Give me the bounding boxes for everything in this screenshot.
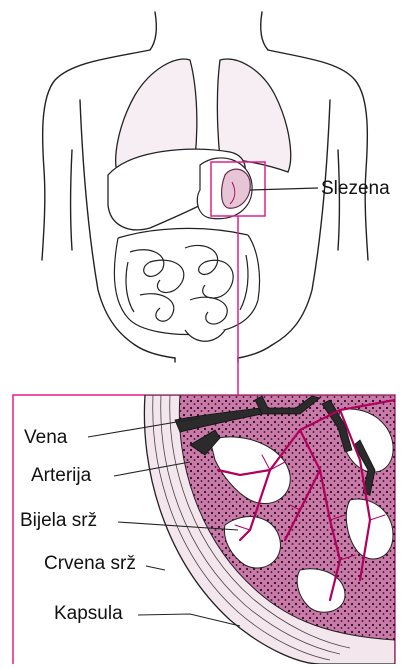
label-white-pulp: Bijela srž	[20, 511, 97, 530]
label-red-pulp: Crvena srž	[44, 554, 136, 573]
label-capsule: Kapsula	[54, 604, 123, 623]
label-artery: Arterija	[31, 466, 91, 485]
bladder	[185, 330, 225, 341]
spleen-leader-line	[250, 188, 318, 190]
label-vein: Vena	[24, 428, 67, 447]
label-spleen: Slezena	[321, 179, 390, 198]
